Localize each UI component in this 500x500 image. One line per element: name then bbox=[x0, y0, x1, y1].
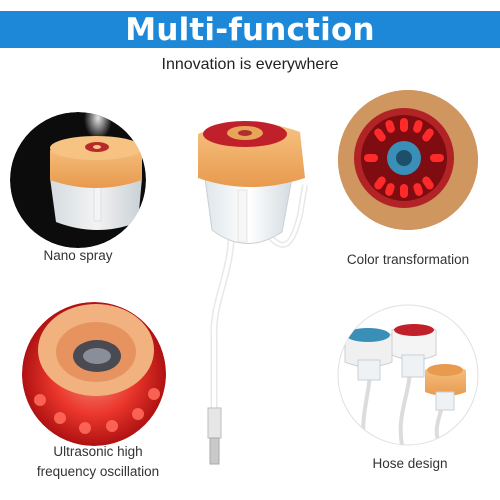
caption-ultrasonic-line2: frequency oscillation bbox=[36, 464, 160, 479]
page-title: Multi-function bbox=[125, 11, 375, 48]
caption-ultrasonic-line1: Ultrasonic high bbox=[53, 444, 143, 459]
header-banner: Multi-function bbox=[0, 11, 500, 48]
hose-design-image bbox=[337, 304, 479, 446]
caption-nano-spray: Nano spray bbox=[43, 248, 113, 263]
nano-spray-image bbox=[10, 112, 146, 248]
caption-color-transformation: Color transformation bbox=[346, 252, 470, 267]
humidifier-product-image bbox=[198, 121, 308, 465]
ultrasonic-image bbox=[22, 302, 166, 446]
page-subtitle: Innovation is everywhere bbox=[161, 56, 339, 73]
caption-hose-design: Hose design bbox=[372, 456, 448, 471]
color-transformation-image bbox=[320, 86, 478, 238]
